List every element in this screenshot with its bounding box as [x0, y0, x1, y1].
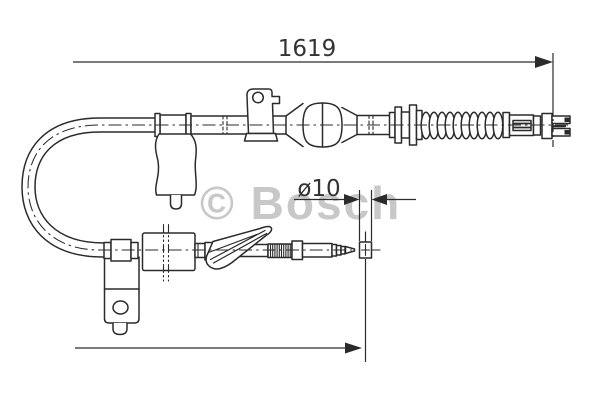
dimension-diameter-10: ø10: [294, 176, 416, 242]
arrowhead: [345, 342, 362, 354]
diameter-value: ø10: [297, 176, 340, 202]
cable-assembly: [21, 88, 571, 336]
dimension-bottom-length: [75, 259, 367, 362]
clevis-fork-end: [541, 112, 571, 140]
bracket-hole: [251, 91, 265, 104]
boot-nipple: [169, 194, 183, 210]
bracket-hole: [112, 300, 129, 315]
arrowhead: [535, 56, 553, 68]
arrowhead: [344, 194, 360, 205]
centerlines: [27, 124, 568, 251]
dimensions: 1619 ø10: [73, 36, 554, 362]
damper-block: [141, 223, 196, 282]
cable-end-button: [358, 241, 381, 259]
bosch-watermark: © Bosch: [200, 177, 401, 229]
cable-loop: [21, 117, 158, 258]
adjuster-wedge: [204, 225, 273, 270]
length-value: 1619: [278, 36, 337, 62]
dimension-length-1619: 1619: [73, 36, 554, 147]
protective-boot: [154, 133, 197, 210]
bracket-tab: [112, 322, 128, 336]
lower-mounting-bracket: [103, 256, 140, 336]
upper-mounting-bracket: [243, 88, 281, 142]
lower-cable-run: [103, 223, 381, 336]
arrowhead: [371, 194, 387, 205]
